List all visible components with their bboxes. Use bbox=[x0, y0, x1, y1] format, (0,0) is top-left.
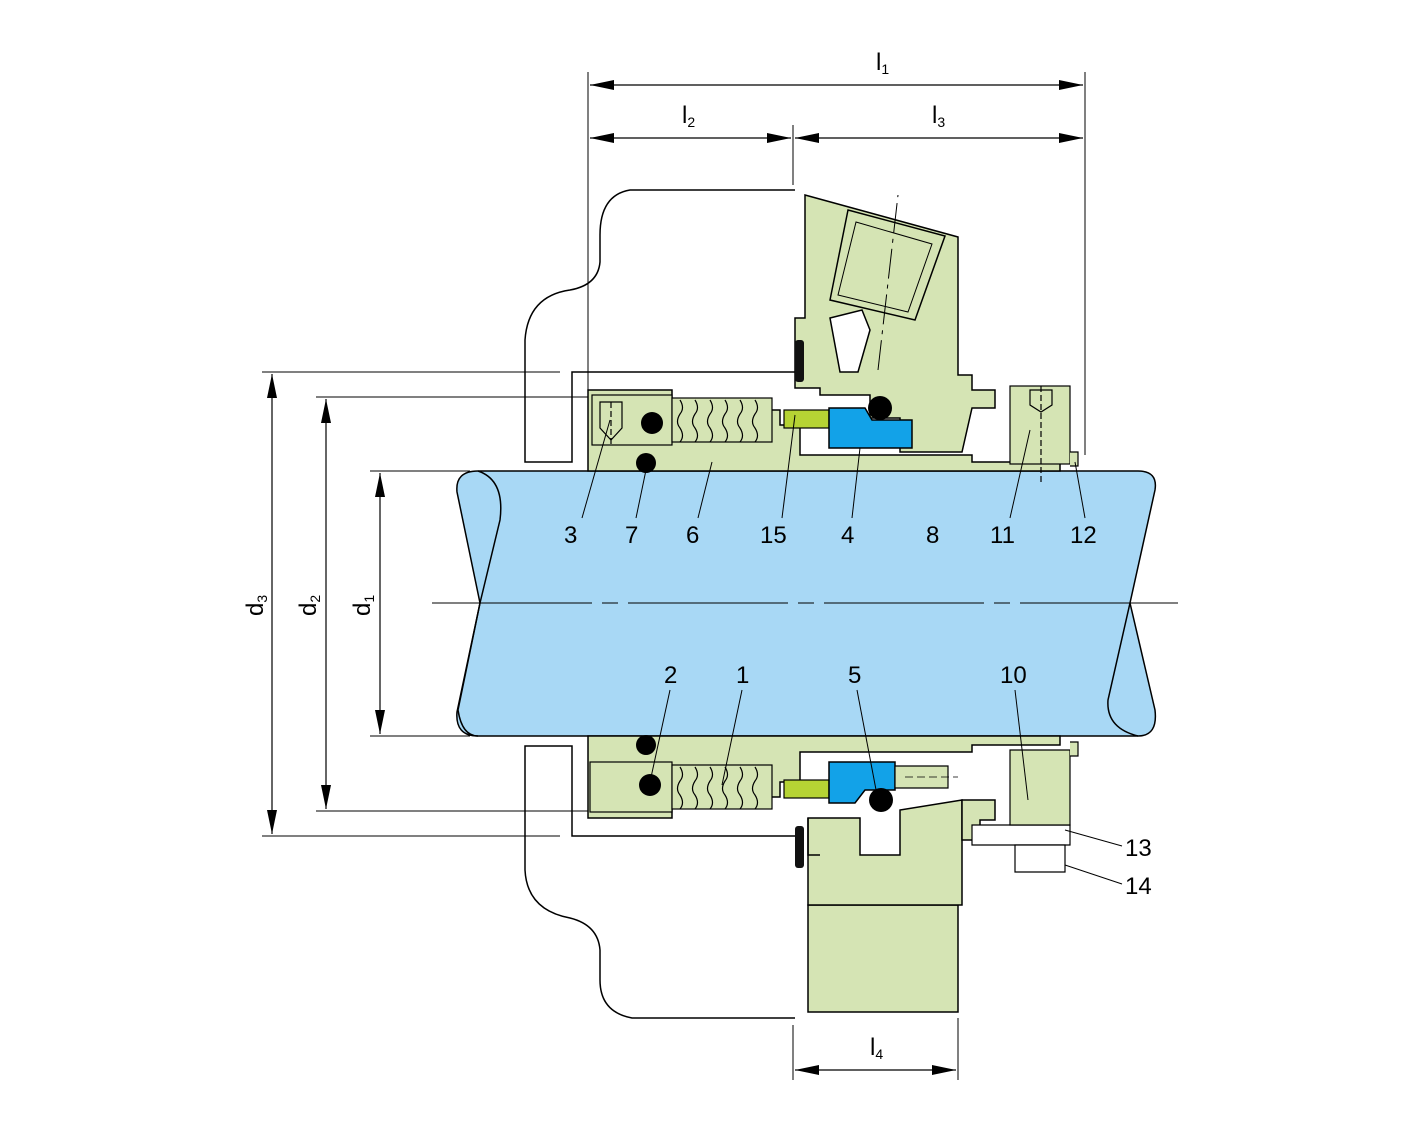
dim-l3-label: l3 bbox=[932, 102, 945, 130]
extension-lines bbox=[262, 72, 1086, 1080]
part-label-2: 2 bbox=[664, 662, 677, 689]
o-ring-retainer-lower bbox=[639, 774, 661, 796]
part-label-4: 4 bbox=[841, 522, 854, 549]
part-label-8: 8 bbox=[926, 522, 939, 549]
part-label-7: 7 bbox=[625, 522, 638, 549]
dim-l4-label: l4 bbox=[870, 1034, 883, 1062]
part-label-5: 5 bbox=[848, 662, 861, 689]
drive-pin-lower bbox=[783, 779, 830, 799]
part-label-12: 12 bbox=[1070, 522, 1097, 549]
o-ring-face-upper bbox=[868, 396, 892, 420]
drive-collar bbox=[1009, 385, 1079, 826]
part-label-11: 11 bbox=[990, 522, 1015, 549]
clamp-ring bbox=[971, 824, 1071, 873]
o-ring-sleeve-lower bbox=[636, 735, 656, 755]
dimension-arrows bbox=[267, 80, 1083, 1075]
dim-l1-label: l1 bbox=[876, 49, 889, 77]
dim-l2-label: l2 bbox=[682, 102, 695, 130]
o-ring-sleeve-upper bbox=[636, 453, 656, 473]
gland-plate bbox=[794, 194, 996, 1013]
gland-gasket-lower bbox=[795, 826, 804, 868]
pump-housing-outline bbox=[524, 189, 795, 1019]
part-label-10: 10 bbox=[1000, 662, 1027, 689]
part-label-6: 6 bbox=[686, 522, 699, 549]
part-label-15: 15 bbox=[760, 522, 787, 549]
leader-lines bbox=[581, 414, 1123, 885]
spring-upper bbox=[671, 397, 773, 443]
dim-d1-label: d1 bbox=[349, 595, 377, 616]
part-label-1: 1 bbox=[736, 662, 749, 689]
spring-lower bbox=[671, 764, 773, 810]
o-rings bbox=[636, 396, 893, 812]
seal-face-lower bbox=[828, 761, 896, 804]
part-label-13: 13 bbox=[1125, 835, 1152, 862]
dim-d3-label: d3 bbox=[242, 595, 270, 616]
dim-d2-label: d2 bbox=[295, 595, 323, 616]
drive-pin-upper bbox=[783, 409, 830, 429]
part-label-14: 14 bbox=[1125, 873, 1152, 900]
o-ring-face-lower bbox=[869, 788, 893, 812]
seal-face-upper bbox=[828, 407, 913, 449]
part-label-3: 3 bbox=[564, 522, 577, 549]
gland-gasket-upper bbox=[795, 340, 804, 382]
o-ring-retainer-upper bbox=[641, 412, 663, 434]
